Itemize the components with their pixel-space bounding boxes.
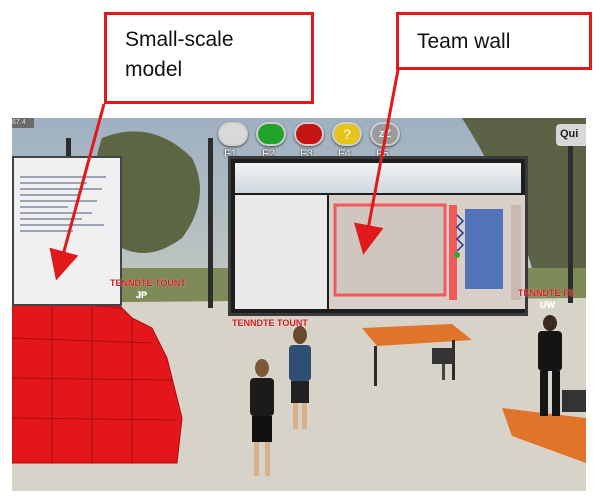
avatar-name-tag: TENNDTE TOUNT [110,278,186,288]
cad-drawing-area [329,195,525,309]
viewer-titlebar: 67.4 [12,118,34,128]
callout-text-line1: Small-scale [125,28,234,51]
avatar-man[interactable] [530,313,570,423]
avatar-woman-back[interactable] [280,323,320,433]
document-screen[interactable] [12,156,122,306]
floor-plan-drawing [329,195,525,309]
gesture-hud: ? zZ [218,122,400,146]
virtual-world-viewport[interactable]: 67.4 ? zZ F1 F2 F3 F4 F5 Qui [12,118,586,491]
avatar-name-sub: JP [136,290,148,300]
callout-text: Team wall [417,30,511,53]
gesture-button-f2[interactable] [256,122,286,146]
small-scale-model-callout: Small-scale model [104,12,314,104]
avatar-woman-front[interactable] [237,356,287,486]
avatar-name-tag: TENNDTE FS [518,288,575,298]
gesture-button-f1[interactable] [218,122,248,146]
document-text-lines [20,172,116,236]
quit-button[interactable]: Qui [556,124,586,146]
cad-ribbon [235,163,521,193]
gesture-button-f5[interactable]: zZ [370,122,400,146]
gesture-button-f4[interactable]: ? [332,122,362,146]
team-wall-screen[interactable] [228,156,528,316]
callout-text-line2: model [125,58,183,81]
cad-properties-panel [235,195,327,309]
avatar-name-tag: TENNDTE TOUNT [232,318,308,328]
team-wall-callout: Team wall [396,12,592,70]
gesture-button-f3[interactable] [294,122,324,146]
avatar-name-sub: UW [540,300,555,310]
